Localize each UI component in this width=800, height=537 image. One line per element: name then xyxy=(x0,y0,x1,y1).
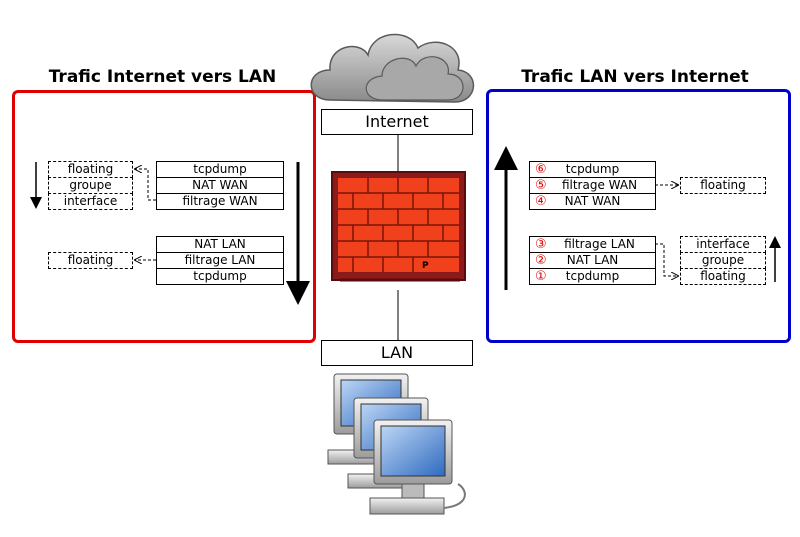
left-wan-rule-2: interface xyxy=(48,193,133,210)
cloud-icon xyxy=(310,33,475,103)
step-number: ③ xyxy=(535,237,547,252)
step-number: ② xyxy=(535,253,547,268)
right-wan-rule-0: floating xyxy=(680,177,766,194)
logo-icon: P xyxy=(422,261,429,271)
step-label: NAT LAN xyxy=(566,253,619,267)
lan-label: LAN xyxy=(321,340,473,366)
left-wan-stack-0: tcpdump xyxy=(156,161,284,178)
left-wan-connector xyxy=(135,169,156,201)
right-title: Trafic LAN vers Internet xyxy=(521,67,749,87)
right-lan-rule-2: floating xyxy=(680,268,766,285)
right-wan-stack-2: ④ NAT WAN xyxy=(529,193,656,210)
step-number: ④ xyxy=(535,194,547,209)
left-panel xyxy=(12,90,316,343)
internet-label: Internet xyxy=(321,109,473,135)
step-number: ⑥ xyxy=(535,162,547,177)
right-lan-stack-2: ① tcpdump xyxy=(529,268,656,285)
firewall-icon: P xyxy=(331,171,466,282)
step-label: tcpdump xyxy=(565,269,620,283)
step-label: filtrage WAN xyxy=(561,178,638,192)
step-number: ⑤ xyxy=(535,178,547,193)
computers-icon xyxy=(327,373,466,515)
right-lan-rule-0: interface xyxy=(680,236,766,253)
right-panel xyxy=(486,89,791,343)
left-lan-stack-0: NAT LAN xyxy=(156,236,284,253)
left-wan-rule-0: floating xyxy=(48,161,133,178)
left-lan-stack-1: filtrage LAN xyxy=(156,252,284,269)
left-title: Trafic Internet vers LAN xyxy=(48,67,277,87)
step-label: tcpdump xyxy=(565,162,620,176)
left-wan-stack-2: filtrage WAN xyxy=(156,193,284,210)
step-label: filtrage LAN xyxy=(564,237,635,251)
right-lan-connector xyxy=(655,243,678,276)
right-lan-stack-1: ② NAT LAN xyxy=(529,252,656,269)
left-wan-stack-1: NAT WAN xyxy=(156,177,284,194)
right-lan-stack-0: ③ filtrage LAN xyxy=(529,236,656,253)
step-number: ① xyxy=(535,269,547,284)
left-lan-rule-0: floating xyxy=(48,252,133,269)
step-label: NAT WAN xyxy=(564,194,621,208)
left-lan-stack-2: tcpdump xyxy=(156,268,284,285)
